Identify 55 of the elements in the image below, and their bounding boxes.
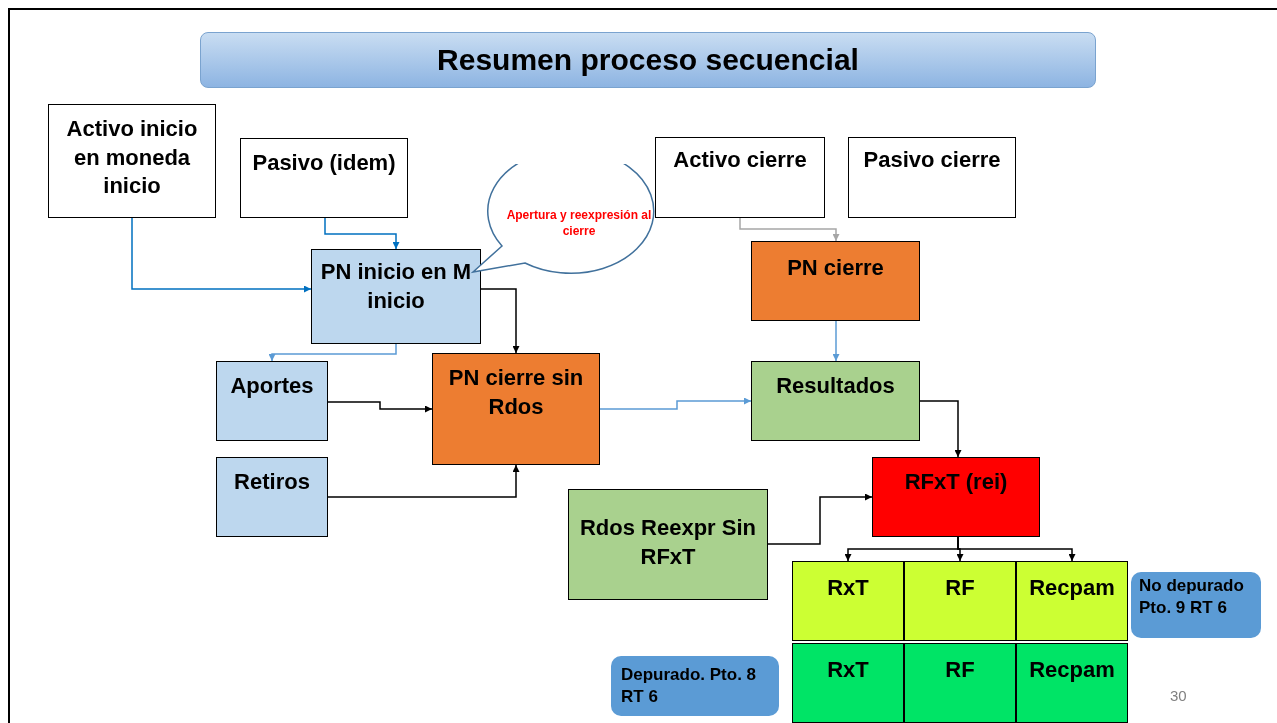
node-text: RFxT (rei) bbox=[904, 468, 1008, 496]
page-number: 30 bbox=[1170, 687, 1187, 704]
arrow bbox=[327, 464, 520, 498]
node-text: Rdos Reexpr Sin RFxT bbox=[578, 514, 757, 571]
arrow bbox=[268, 343, 397, 362]
arrow bbox=[767, 493, 873, 545]
arrow bbox=[739, 217, 840, 242]
process-box bbox=[48, 104, 216, 218]
process-box bbox=[216, 457, 328, 537]
node-text: No depurado Pto. 9 RT 6 bbox=[1139, 575, 1245, 620]
note-box bbox=[1131, 572, 1261, 638]
node-text: Apertura y reexpresión al cierre bbox=[506, 208, 652, 240]
process-box bbox=[432, 353, 600, 465]
note-box bbox=[611, 656, 779, 716]
table-cell bbox=[792, 643, 904, 723]
process-box bbox=[216, 361, 328, 441]
node-text: PN cierre sin Rdos bbox=[447, 364, 585, 421]
arrow bbox=[327, 401, 433, 413]
process-box bbox=[655, 137, 825, 218]
process-box bbox=[848, 137, 1016, 218]
node-text: RF bbox=[945, 574, 975, 602]
node-text: Depurado. Pto. 8 RT 6 bbox=[621, 664, 758, 709]
node-text: PN cierre bbox=[787, 254, 884, 282]
table-cell bbox=[1016, 561, 1128, 641]
process-box bbox=[751, 241, 920, 321]
table-cell bbox=[1016, 643, 1128, 723]
node-text: RF bbox=[945, 656, 975, 684]
arrow bbox=[480, 288, 520, 354]
process-box bbox=[872, 457, 1040, 537]
arrow bbox=[919, 400, 962, 458]
process-box bbox=[240, 138, 408, 218]
node-text: Aportes bbox=[230, 372, 314, 400]
table-cell bbox=[904, 643, 1016, 723]
process-box bbox=[568, 489, 768, 600]
node-text: RxT bbox=[827, 656, 869, 684]
process-box bbox=[311, 249, 481, 344]
title-banner: Resumen proceso secuencial bbox=[200, 32, 1096, 88]
node-text: Retiros bbox=[234, 468, 310, 496]
arrow bbox=[957, 536, 1076, 562]
node-text: Activo cierre bbox=[673, 146, 807, 174]
process-box bbox=[751, 361, 920, 441]
node-text: Recpam bbox=[1029, 574, 1115, 602]
node-text: Pasivo (idem) bbox=[252, 149, 396, 177]
arrow bbox=[324, 217, 400, 250]
table-cell bbox=[792, 561, 904, 641]
node-text: RxT bbox=[827, 574, 869, 602]
node-text: PN inicio en M inicio bbox=[319, 258, 473, 315]
arrow bbox=[131, 217, 312, 293]
arrow bbox=[832, 320, 840, 362]
node-text: Recpam bbox=[1029, 656, 1115, 684]
arrow bbox=[599, 397, 752, 410]
node-text: Activo inicio en moneda inicio bbox=[65, 115, 199, 201]
node-text: Pasivo cierre bbox=[863, 146, 1001, 174]
node-text: Resultados bbox=[776, 372, 895, 400]
table-cell bbox=[904, 561, 1016, 641]
